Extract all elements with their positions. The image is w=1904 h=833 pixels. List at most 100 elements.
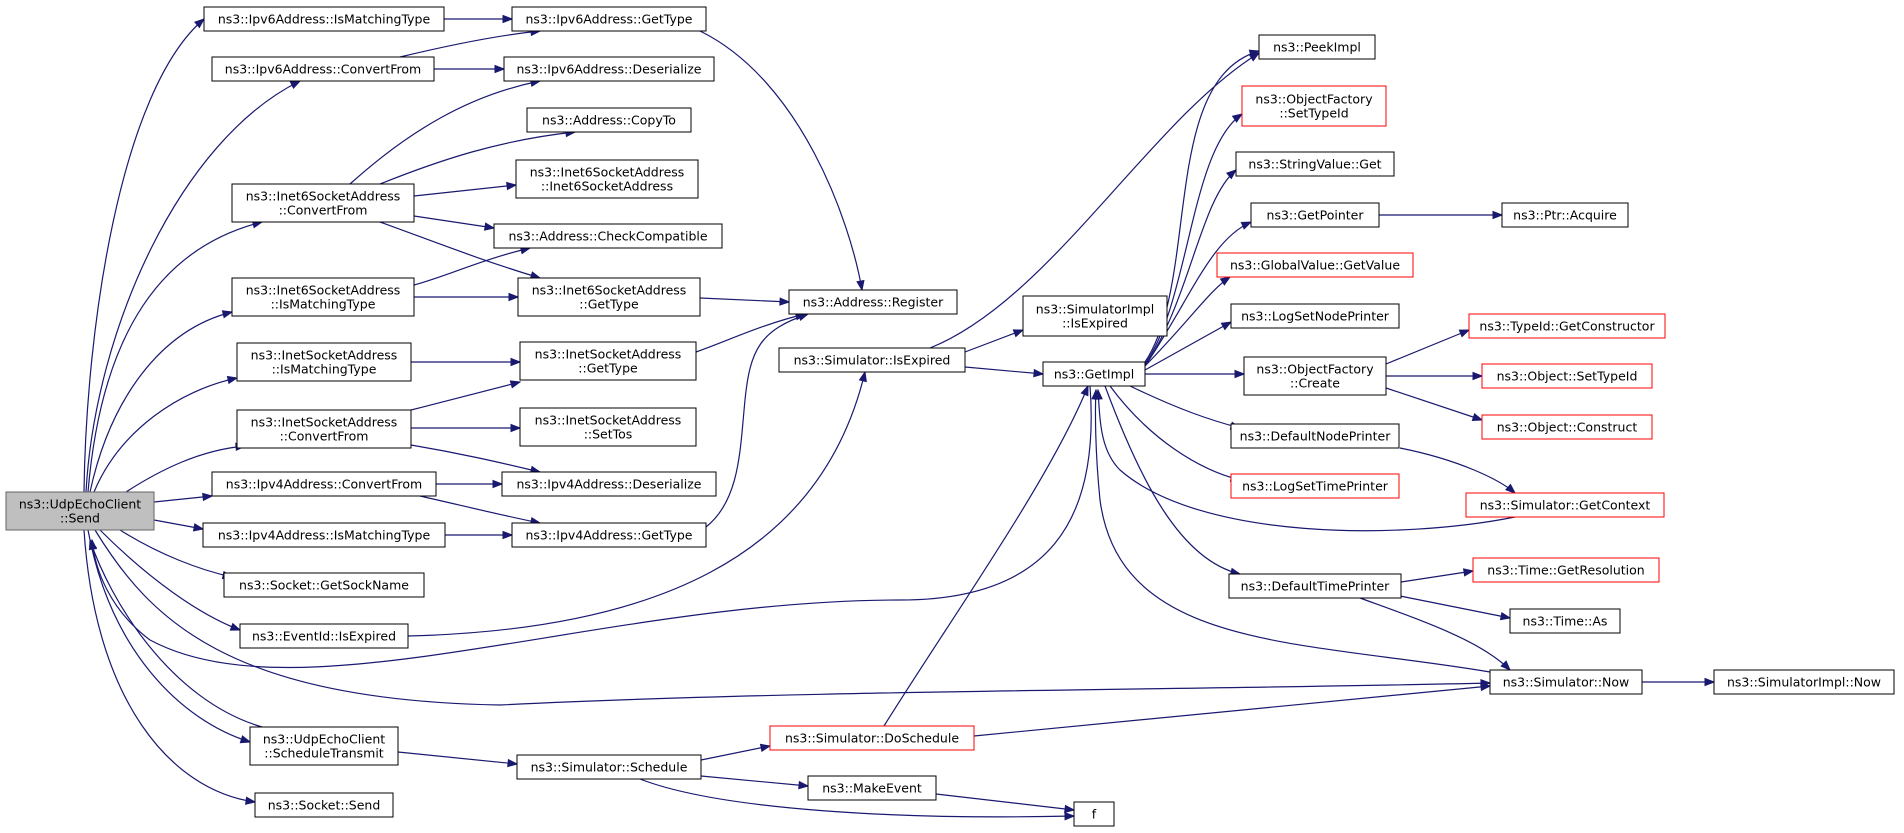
node-logsettimeprinter[interactable]: ns3::LogSetTimePrinter	[1230, 473, 1400, 499]
node-box	[1235, 151, 1395, 177]
edge-getimpl-to-logsetnodeprinter	[1144, 321, 1233, 371]
node-label: ::IsMatchingType	[272, 362, 377, 377]
node-box	[1230, 303, 1400, 329]
node-inet-settos[interactable]: ns3::InetSocketAddress::SetTos	[519, 407, 697, 447]
node-socket-getsockname[interactable]: ns3::Socket::GetSockName	[223, 572, 425, 598]
node-label: ::ConvertFrom	[280, 429, 369, 444]
node-ipv6-gettype[interactable]: ns3::Ipv6Address::GetType	[511, 6, 707, 32]
node-object-construct[interactable]: ns3::Object::Construct	[1481, 414, 1653, 440]
node-label: ns3::Ipv4Address::ConvertFrom	[226, 477, 422, 492]
node-time-as[interactable]: ns3::Time::As	[1509, 608, 1621, 634]
edge-getimpl-to-getpointer	[1144, 221, 1253, 367]
node-box	[515, 159, 699, 199]
node-inet6-ismatchingtype[interactable]: ns3::Inet6SocketAddress::IsMatchingType	[231, 277, 415, 317]
arrowhead	[507, 758, 519, 768]
node-defaulttimeprinter[interactable]: ns3::DefaultTimePrinter	[1228, 573, 1402, 599]
node-label: ns3::Address::CopyTo	[542, 113, 676, 128]
edge-defaulttimeprinter-to-simulator_now	[1359, 597, 1511, 671]
node-simulator-isexpired[interactable]: ns3::Simulator::IsExpired	[778, 347, 966, 373]
node-simulatorimpl-isexpired[interactable]: ns3::SimulatorImpl::IsExpired	[1022, 295, 1168, 337]
edge-line	[705, 313, 809, 528]
node-objectfactory-create[interactable]: ns3::ObjectFactory::Create	[1243, 356, 1387, 396]
edge-line	[1144, 221, 1252, 367]
node-inet-ismatchingtype[interactable]: ns3::InetSocketAddress::IsMatchingType	[236, 342, 412, 382]
node-inet-gettype[interactable]: ns3::InetSocketAddress::GetType	[519, 341, 697, 381]
edge-line	[1144, 169, 1237, 367]
edge-line	[153, 495, 213, 503]
node-peekimpl[interactable]: ns3::PeekImpl	[1258, 34, 1376, 60]
node-inet6-ctor[interactable]: ns3::Inet6SocketAddress::Inet6SocketAddr…	[515, 159, 699, 199]
node-inet-convertfrom[interactable]: ns3::InetSocketAddress::ConvertFrom	[236, 409, 412, 449]
node-objectfactory-settypeid[interactable]: ns3::ObjectFactory::SetTypeId	[1241, 85, 1387, 127]
node-time-getresolution[interactable]: ns3::Time::GetResolution	[1472, 557, 1660, 583]
call-graph-edges	[83, 14, 1716, 821]
node-box	[236, 342, 412, 382]
node-globalvalue-getvalue[interactable]: ns3::GlobalValue::GetValue	[1216, 252, 1414, 278]
node-box	[1241, 85, 1387, 127]
edge-udpechoclient_send-to-socket_send	[83, 529, 257, 805]
edge-line	[83, 529, 256, 803]
node-box	[511, 6, 707, 32]
node-inet6-convertfrom[interactable]: ns3::Inet6SocketAddress::ConvertFrom	[231, 183, 415, 223]
node-udpechoclient-send[interactable]: ns3::UdpEchoClient::Send	[5, 491, 155, 531]
node-simulator-schedule[interactable]: ns3::Simulator::Schedule	[516, 754, 702, 780]
edge-line	[639, 778, 1075, 818]
node-typeid-getconstructor[interactable]: ns3::TypeId::GetConstructor	[1468, 313, 1666, 339]
node-getpointer[interactable]: ns3::GetPointer	[1250, 202, 1380, 228]
node-ipv4-ismatchingtype[interactable]: ns3::Ipv4Address::IsMatchingType	[202, 522, 446, 548]
node-socket-send[interactable]: ns3::Socket::Send	[254, 792, 394, 818]
arrowhead	[510, 357, 522, 367]
node-logsetnodeprinter[interactable]: ns3::LogSetNodePrinter	[1230, 303, 1400, 329]
edge-line	[700, 745, 771, 761]
node-ipv6-ismatchingtype[interactable]: ns3::Ipv6Address::IsMatchingType	[203, 6, 445, 32]
node-eventid-isexpired[interactable]: ns3::EventId::IsExpired	[239, 623, 409, 649]
node-defaultnodeprinter[interactable]: ns3::DefaultNodePrinter	[1230, 423, 1400, 449]
node-box	[526, 107, 692, 133]
node-address-register[interactable]: ns3::Address::Register	[788, 289, 958, 315]
node-simulator-now[interactable]: ns3::Simulator::Now	[1489, 669, 1643, 695]
node-box	[202, 522, 446, 548]
node-label: ns3::Address::Register	[803, 295, 944, 310]
node-label: ns3::InetSocketAddress	[251, 415, 398, 430]
node-getimpl[interactable]: ns3::GetImpl	[1042, 361, 1146, 387]
node-label: ::SetTos	[584, 427, 633, 442]
edge-getimpl-to-defaultnodeprinter	[1129, 385, 1242, 430]
edge-ipv6_ismatchingtype-to-ipv6_gettype	[444, 14, 514, 24]
edge-udpechoclient_send-to-ipv6_convertfrom	[85, 80, 302, 493]
edge-line	[349, 80, 541, 185]
node-simulator-getcontext[interactable]: ns3::Simulator::GetContext	[1465, 492, 1665, 518]
edge-udpechoclient_send-to-inet6_ismatchingtype	[89, 310, 234, 493]
arrowhead	[1480, 682, 1492, 692]
node-ipv4-convertfrom[interactable]: ns3::Ipv4Address::ConvertFrom	[211, 471, 437, 497]
node-box	[254, 792, 394, 818]
arrowhead	[1704, 677, 1716, 687]
edge-line	[964, 366, 1044, 375]
node-object-settypeid[interactable]: ns3::Object::SetTypeId	[1481, 363, 1653, 389]
arrowhead	[194, 18, 206, 29]
node-label: ns3::MakeEvent	[822, 781, 922, 796]
node-f[interactable]: f	[1073, 801, 1115, 827]
node-label: ns3::Time::GetResolution	[1487, 563, 1644, 578]
node-makeevent[interactable]: ns3::MakeEvent	[807, 775, 937, 801]
node-simulatorimpl-now[interactable]: ns3::SimulatorImpl::Now	[1713, 669, 1895, 695]
node-address-checkcompatible[interactable]: ns3::Address::CheckCompatible	[493, 223, 723, 249]
edge-udpechoclient_send-to-ipv4_convertfrom	[153, 492, 214, 503]
node-ipv4-deserialize[interactable]: ns3::Ipv4Address::Deserialize	[501, 471, 717, 497]
edge-inet_convertfrom-to-inet_gettype	[410, 380, 522, 411]
node-label: ns3::Time::As	[1523, 614, 1608, 629]
arrowhead	[798, 780, 810, 790]
node-ipv6-convertfrom[interactable]: ns3::Ipv6Address::ConvertFrom	[211, 56, 435, 82]
node-box	[519, 341, 697, 381]
node-address-copyto[interactable]: ns3::Address::CopyTo	[526, 107, 692, 133]
node-stringvalue-get[interactable]: ns3::StringValue::Get	[1235, 151, 1395, 177]
node-ptr-acquire[interactable]: ns3::Ptr::Acquire	[1501, 202, 1629, 228]
arrowhead	[289, 80, 302, 89]
node-box	[778, 347, 966, 373]
node-udpechoclient-scheduletransmit[interactable]: ns3::UdpEchoClient::ScheduleTransmit	[249, 726, 399, 766]
node-label: ns3::Inet6SocketAddress	[246, 283, 401, 298]
node-ipv4-gettype[interactable]: ns3::Ipv4Address::GetType	[511, 522, 707, 548]
node-inet6-gettype[interactable]: ns3::Inet6SocketAddress::GetType	[517, 277, 701, 317]
node-ipv6-deserialize[interactable]: ns3::Ipv6Address::Deserialize	[503, 56, 715, 82]
node-simulator-doschedule[interactable]: ns3::Simulator::DoSchedule	[769, 725, 975, 751]
node-label: ::ConvertFrom	[279, 203, 368, 218]
